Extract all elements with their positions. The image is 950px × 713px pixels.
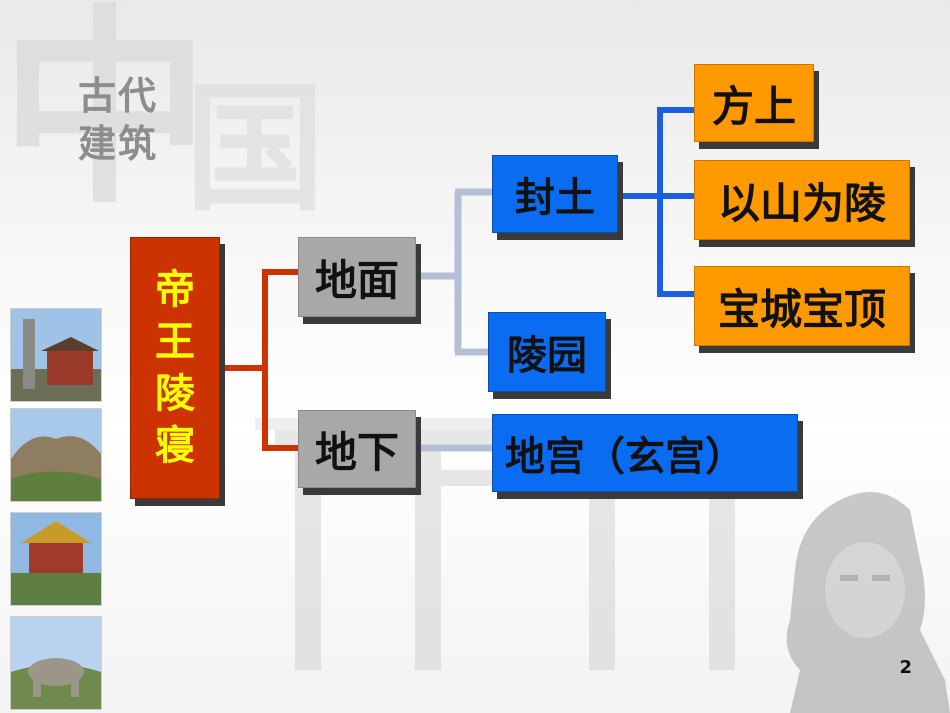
watermark-title-line1: 古代	[78, 74, 159, 118]
watermark-title: 古代 建筑	[78, 72, 158, 168]
root-char-3: 陵	[155, 371, 195, 417]
node-mausoleum-garden: 陵园	[488, 312, 606, 392]
watermark-guo: 国	[185, 68, 326, 231]
node-burial-mound: 封土	[492, 155, 618, 233]
node-mountain-as-tomb: 以山为陵	[694, 160, 910, 240]
node-treasure-city: 宝城宝顶	[694, 266, 910, 346]
thumbnail-tower-image	[10, 308, 102, 402]
thumbnail-animal-statue-image	[10, 616, 102, 710]
root-char-2: 王	[155, 319, 195, 365]
node-underground-palace: 地宫（玄宫）	[492, 414, 798, 492]
thumbnail-palace-image	[10, 512, 102, 606]
watermark-title-line2: 建筑	[78, 122, 159, 166]
watermark-zhong: 中	[0, 0, 211, 232]
page-number: 2	[899, 657, 912, 678]
node-above-ground: 地面	[298, 237, 416, 317]
root-char-4: 寝	[155, 423, 195, 469]
root-node-imperial-tombs: 帝 王 陵 寝	[130, 237, 220, 499]
node-underground: 地下	[298, 410, 416, 488]
node-fangshang: 方上	[694, 64, 814, 142]
root-char-1: 帝	[155, 267, 195, 313]
statue-watermark-image	[786, 492, 950, 713]
thumbnail-rock-image	[10, 408, 102, 502]
